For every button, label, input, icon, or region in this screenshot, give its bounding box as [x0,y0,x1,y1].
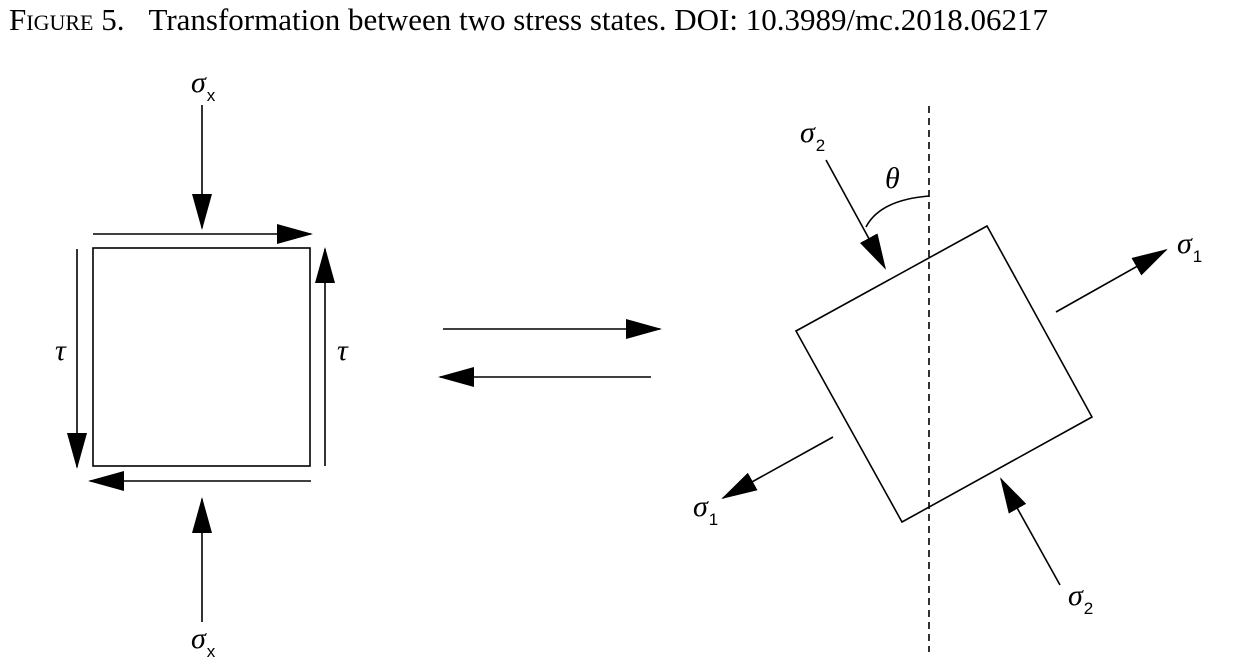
theta-angle-arc [865,195,930,228]
figure-label: Figure 5. [9,2,125,37]
rotated-element-square [794,224,1094,524]
sigma-2-top-arrow [825,159,886,270]
sigma-1-right-label: σ1 [1177,227,1202,266]
sigma-x-top-label: σx [191,66,216,105]
sigma-1-right-arrow [1055,249,1168,313]
sigma-1-left-label: σ1 [693,490,718,529]
figure-caption-text: Transformation between two stress states… [148,2,1048,37]
left-stress-element: σx σx τ τ [55,66,349,661]
right-stress-element: σ2 σ1 σ1 σ2 θ [693,106,1202,652]
tau-left-label: τ [55,334,67,367]
transformation-arrows [438,319,662,387]
sigma-2-top-label: σ2 [800,116,825,155]
theta-label: θ [885,162,900,195]
sigma-2-bottom-arrow [1000,477,1061,586]
unrotated-element-square [92,247,311,467]
sigma-1-left-arrow [721,436,834,499]
tau-right-label: τ [337,334,349,367]
sigma-x-bottom-label: σx [191,622,216,661]
figure-caption: Figure 5. Transformation between two stre… [9,2,1048,38]
sigma-2-bottom-label: σ2 [1068,579,1093,618]
